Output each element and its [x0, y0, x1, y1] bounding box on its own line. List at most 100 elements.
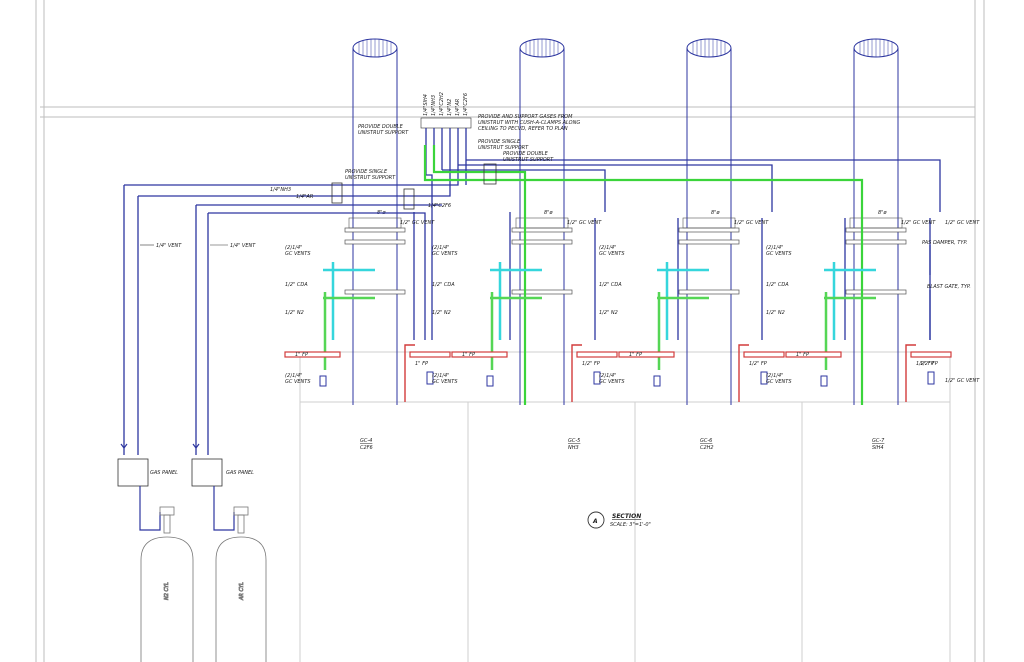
- unit-tag-name: GC-7: [872, 438, 885, 444]
- unit-tag-name: GC-5: [568, 438, 580, 444]
- equipment-outlines: [285, 351, 951, 662]
- section-marker-letter: A: [592, 518, 598, 525]
- blast-gate-label: BLAST GATE, TYP.: [927, 284, 971, 290]
- right-labels: 1/2" GC VENT PAS DAMPER, TYP. BLAST GATE…: [920, 220, 980, 384]
- cda-label: 1/2" CDA: [285, 282, 308, 288]
- fp-pipe-2: [576, 351, 618, 358]
- cda-label: 1/2" CDA: [599, 282, 622, 288]
- right-gc-vent-label: 1/2" GC VENT: [945, 220, 980, 226]
- unit-tag-gas: C2H2: [700, 445, 714, 451]
- pipe-label-1: 1/4"NH3: [431, 95, 437, 116]
- duct-band: [511, 289, 573, 295]
- unistrut-supports: [331, 163, 497, 210]
- gc-vents-top-label: (2)1/4": [432, 245, 449, 251]
- note-single-unistrut-1a: PROVIDE SINGLE: [478, 139, 521, 145]
- n2-label: 1/2" N2: [766, 310, 785, 316]
- exhaust-duct-2: 8"ø: [511, 38, 573, 405]
- gc-vents-top-label-b: GC VENTS: [285, 251, 311, 257]
- note-single-unistrut-1b: UNISTRUT SUPPORT: [478, 145, 529, 151]
- fp-pipe: [618, 351, 675, 358]
- bottom-vent-fitting: [820, 375, 828, 387]
- note-support-gases-1: PROVIDE AND SUPPORT GASES FROM: [478, 114, 573, 120]
- label-vent-2: 1/4" VENT: [230, 243, 256, 249]
- unit-tag-name: GC-6: [700, 438, 712, 444]
- duct-band: [845, 239, 907, 245]
- n2-label: 1/2" N2: [432, 310, 451, 316]
- green-main-line: [423, 145, 864, 405]
- gc-vent-label: 1/2" GC VENT: [567, 220, 602, 226]
- fp-branch-label: 1/2" FP: [916, 361, 934, 367]
- label-ar-line: 1/4"AR: [296, 194, 313, 200]
- note-single-unistrut-2a: PROVIDE SINGLE: [345, 169, 388, 175]
- gc-vents-bottom-label-b: GC VENTS: [766, 379, 792, 385]
- bottom-vent-fitting: [486, 375, 494, 387]
- gas-panel-2-label: GAS PANEL: [226, 470, 254, 476]
- duct-band: [511, 239, 573, 245]
- duct-band: [344, 227, 406, 233]
- label-c2f6-line: 1/4"C2F6: [428, 203, 451, 209]
- note-double-unistrut-2b: UNISTRUT SUPPORT: [503, 157, 554, 163]
- fp-branch-label: 1/2" FP: [582, 361, 600, 367]
- gc-vents-top-label-b: GC VENTS: [599, 251, 625, 257]
- duct-band: [845, 289, 907, 295]
- note-double-unistrut-1b: UNISTRUT SUPPORT: [358, 130, 409, 136]
- sheet-frame: [35, 0, 985, 662]
- pipe-label-3: 1/4"N2: [447, 99, 453, 116]
- unit-tag-gas: C2F6: [360, 445, 373, 451]
- cda-label: 1/2" CDA: [432, 282, 455, 288]
- duct-damper: [348, 217, 402, 229]
- gc-vent-label: 1/2" GC VENT: [734, 220, 769, 226]
- fp-branch-label: 1" FP: [415, 361, 428, 367]
- fp-pipe-2: [910, 351, 952, 358]
- fp-riser: [404, 344, 415, 402]
- unit-tag-name: GC-4: [360, 438, 372, 444]
- ar-cylinder-label: AR CYL: [239, 582, 245, 601]
- duct-band: [344, 289, 406, 295]
- fp-pipe: [451, 351, 508, 358]
- fp-riser: [905, 344, 916, 402]
- gc-vent-label: 1/2" GC VENT: [901, 220, 936, 226]
- gc-vents-top-label-b: GC VENTS: [766, 251, 792, 257]
- duct-damper: [849, 217, 903, 229]
- duct-damper: [515, 217, 569, 229]
- fp-riser: [571, 344, 582, 402]
- ar-cylinder: AR CYL: [215, 506, 267, 662]
- cda-label: 1/2" CDA: [766, 282, 789, 288]
- pipe-label-4: 1/4"AR: [455, 99, 461, 116]
- fp-riser: [738, 344, 749, 402]
- gc-vents-bottom-label: (2)1/4": [285, 373, 302, 379]
- n2-cylinder-label: N2 CYL: [164, 582, 170, 600]
- pas-damper-label: PAS DAMPER, TYP.: [922, 240, 967, 246]
- unit-tag-gas: SIH4: [872, 445, 884, 451]
- label-nh3-line: 1/4"NH3: [270, 187, 291, 193]
- gc-vents-bottom-label: (2)1/4": [432, 373, 449, 379]
- gc-vents-bottom-label-b: GC VENTS: [432, 379, 458, 385]
- fp-label: 1" FP: [462, 352, 475, 358]
- gc-vents-top-label: (2)1/4": [285, 245, 302, 251]
- gas-panels: GAS PANEL GAS PANEL: [117, 443, 254, 531]
- duct-damper: [682, 217, 736, 229]
- fp-pipe-2: [743, 351, 785, 358]
- duct-size-label: 8"ø: [544, 210, 553, 216]
- gc-vent-label: 1/2" GC VENT: [400, 220, 435, 226]
- exhaust-duct-4: 8"ø: [845, 38, 907, 405]
- duct-band: [678, 289, 740, 295]
- note-single-unistrut-2b: UNISTRUT SUPPORT: [345, 175, 396, 181]
- bottom-vent-fitting: [319, 375, 327, 387]
- gc-vents-bottom-label-b: GC VENTS: [599, 379, 625, 385]
- exhaust-duct-1: 8"ø: [344, 38, 406, 405]
- pipe-label-2: 1/4"C2H2: [439, 92, 445, 116]
- bottom-vent-fitting-2: [593, 371, 601, 385]
- fp-label: 1" FP: [295, 352, 308, 358]
- gc-vents-top-label: (2)1/4": [599, 245, 616, 251]
- fp-pipe: [284, 351, 341, 358]
